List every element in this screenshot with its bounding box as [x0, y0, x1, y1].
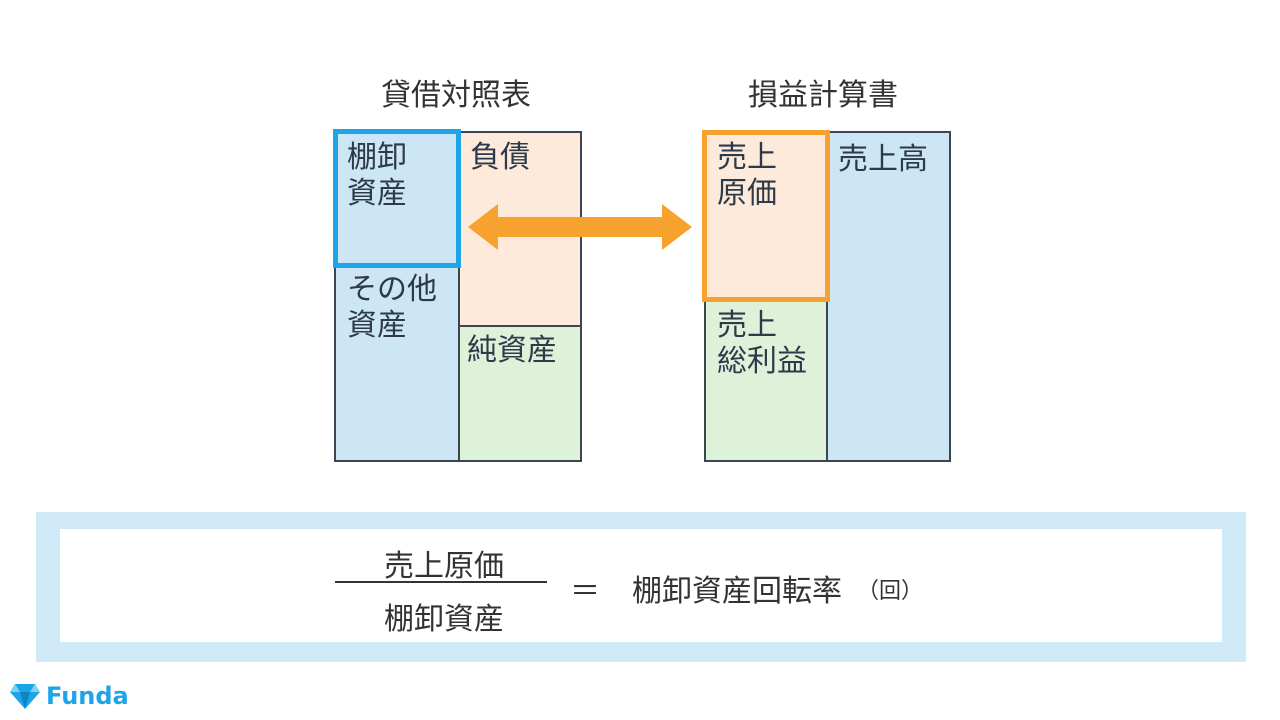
bs-assets-block	[334, 131, 461, 462]
inventory-label: 棚卸 資産	[347, 140, 407, 211]
inventory-highlight-box	[333, 129, 461, 268]
formula-inner-box	[60, 529, 1222, 642]
is-cogs-fill	[705, 133, 827, 299]
sales-label: 売上高	[838, 142, 928, 177]
cogs-highlight-box	[702, 130, 830, 302]
funda-logo: Funda	[10, 680, 129, 712]
liabilities-label: 負債	[470, 140, 530, 175]
double-arrow-icon	[468, 204, 692, 250]
formula-result: 棚卸資産回転率	[632, 574, 842, 609]
logo-text: Funda	[46, 682, 129, 710]
diamond-logo-icon	[10, 684, 40, 709]
formula-numerator: 売上原価	[384, 549, 504, 584]
net-assets-label: 純資産	[467, 333, 557, 368]
formula-unit: （回）	[857, 579, 924, 604]
balance-sheet-title: 貸借対照表	[381, 78, 531, 113]
is-sales-block	[826, 131, 951, 462]
fraction-bar	[335, 581, 547, 583]
bs-net-assets-block	[458, 325, 582, 462]
income-statement-title: 損益計算書	[748, 78, 898, 113]
equals-sign: ＝	[570, 574, 600, 609]
cogs-label: 売上 原価	[717, 140, 777, 211]
gross-profit-label: 売上 総利益	[717, 308, 807, 379]
formula-denominator: 棚卸資産	[384, 602, 504, 637]
other-assets-label: その他 資産	[347, 272, 437, 343]
